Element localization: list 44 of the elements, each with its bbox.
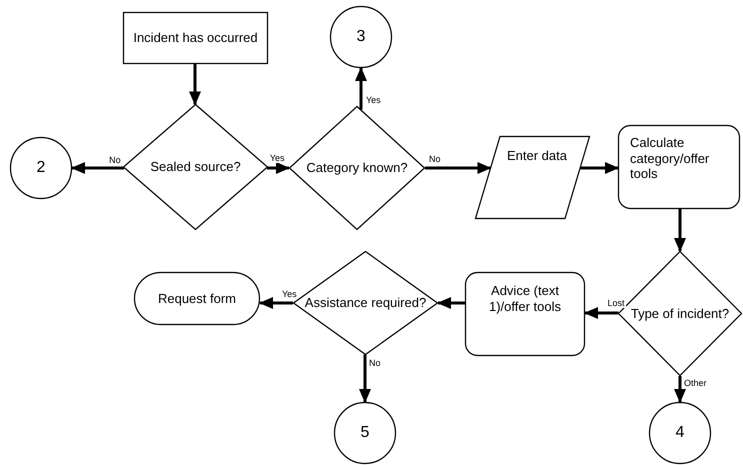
node-label: Type of incident? (630, 306, 730, 322)
edge-label: Lost (606, 299, 626, 308)
arrow (584, 307, 618, 319)
connector-circle (649, 402, 711, 464)
arrow (580, 162, 619, 174)
terminator-box (134, 272, 260, 325)
arrow (674, 209, 686, 252)
decision-diamond (289, 106, 425, 230)
connector-circle (334, 402, 396, 464)
arrow (355, 67, 367, 110)
connector-circle (330, 6, 392, 68)
edge-label: Yes (268, 154, 286, 163)
edge-label: No (428, 155, 442, 164)
process-box (465, 272, 585, 356)
edge-label: Yes (365, 96, 382, 105)
node-label: Assistance required? (304, 295, 426, 311)
arrow (71, 162, 124, 174)
edge-label: No (108, 156, 122, 165)
edge-label: Other (683, 379, 708, 388)
edge-label: Yes (281, 290, 298, 299)
node-label: 3 (356, 27, 366, 47)
node-label: Enter data (507, 148, 567, 164)
arrow (674, 376, 686, 403)
arrow (266, 162, 290, 174)
node-label: Advice (text 1)/offer tools (488, 283, 562, 315)
edge-label: No (368, 358, 382, 368)
node-label: 2 (36, 158, 46, 178)
node-label: Incident has occurred (133, 30, 258, 46)
connector-circle (10, 137, 72, 199)
start-box (123, 12, 268, 64)
arrow (189, 64, 201, 106)
decision-diamond (123, 104, 268, 230)
node-label: Sealed source? (150, 159, 241, 175)
node-label: Request form (158, 290, 236, 306)
arrow (437, 297, 465, 309)
arrow (359, 354, 371, 403)
arrow (259, 297, 293, 309)
process-box (618, 125, 740, 209)
input-parallelogram (475, 136, 590, 219)
node-label: 5 (360, 423, 370, 443)
node-label: Calculate category/offer tools (630, 135, 710, 182)
node-label: 4 (676, 423, 684, 443)
node-label: Category known? (306, 160, 408, 176)
arrow (425, 162, 492, 174)
